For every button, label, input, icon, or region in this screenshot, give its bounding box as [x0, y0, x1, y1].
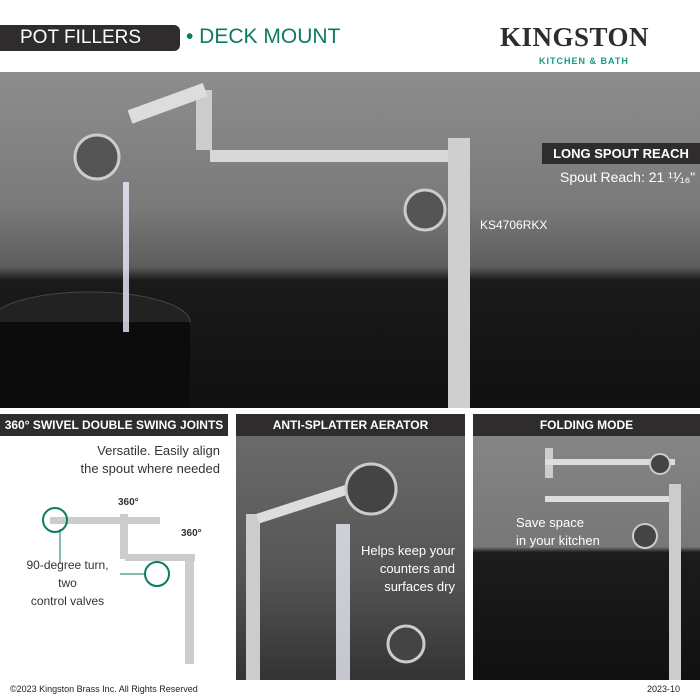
panel-swivel: 360° SWIVEL DOUBLE SWING JOINTS Versatil… [0, 414, 228, 680]
text-line: the spout where needed [80, 461, 221, 476]
hero-photo [0, 72, 700, 412]
text-line: counters and [379, 561, 455, 576]
panel-title: ANTI-SPLATTER AERATOR [236, 414, 465, 436]
text-line: control valves [30, 594, 105, 608]
copyright: ©2023 Kingston Brass Inc. All Rights Res… [10, 684, 198, 694]
panel-title: FOLDING MODE [473, 414, 700, 436]
spout-reach-value: Spout Reach: 21 ¹¹⁄₁₆" [560, 169, 696, 185]
swivel-badge: 360° [181, 528, 202, 539]
faucet-illustration [0, 83, 470, 412]
panel-title: 360° SWIVEL DOUBLE SWING JOINTS [0, 414, 228, 436]
folding-photo [545, 448, 681, 680]
brand-logo: KINGSTON [500, 22, 650, 52]
swivel-diagram [42, 507, 195, 664]
panel-folding: FOLDING MODE Save space in your kitchen [473, 414, 700, 680]
text-line: Versatile. Easily align [97, 443, 220, 458]
swivel-badge: 360° [118, 497, 139, 508]
text-line: Helps keep your [361, 543, 455, 558]
model-number: KS4706RKX [480, 218, 548, 232]
date-code: 2023-10 [647, 684, 681, 694]
panel-text: Helps keep your counters and surfaces dr… [361, 542, 455, 596]
aerator-photo [246, 462, 426, 680]
panel-text: Save space in your kitchen [516, 514, 600, 550]
feature-title: LONG SPOUT REACH [542, 143, 700, 164]
text-line: two [58, 576, 77, 590]
brand-subtitle: KITCHEN & BATH [539, 56, 629, 66]
panel-text: Versatile. Easily align the spout where … [81, 442, 221, 478]
category-label: POT FILLERS [0, 25, 180, 51]
text-line: in your kitchen [516, 533, 600, 548]
text-line: Save space [516, 515, 584, 530]
text-line: surfaces dry [384, 579, 455, 594]
text-line: 90-degree turn, [26, 558, 109, 572]
subcategory-label: • DECK MOUNT [186, 25, 341, 48]
panel-aerator: ANTI-SPLATTER AERATOR Helps keep your co… [236, 414, 465, 680]
valves-note: 90-degree turn, two control valves [20, 556, 115, 610]
